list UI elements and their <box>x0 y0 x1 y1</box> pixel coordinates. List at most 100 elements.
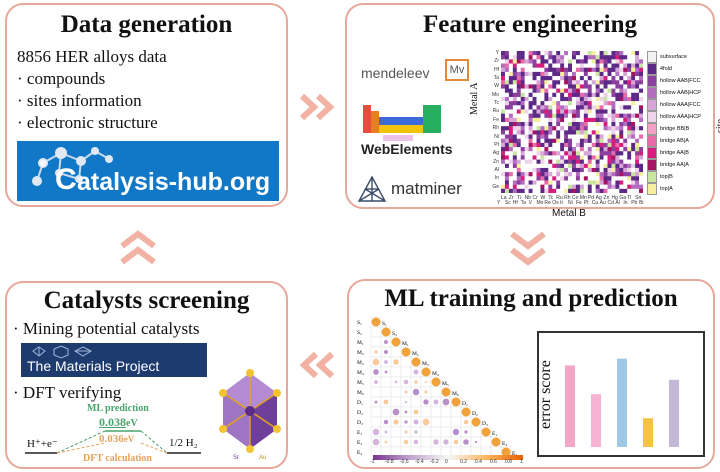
heatmap-cell <box>623 147 628 152</box>
heatmap-cell <box>520 51 525 56</box>
heatmap-cell <box>591 184 596 190</box>
corr-circle <box>421 367 431 377</box>
heatmap-cell <box>635 167 640 173</box>
heatmap-cell <box>575 76 581 81</box>
heatmap-cell <box>631 167 636 173</box>
heatmap-y-tick: Ta <box>493 75 499 82</box>
heatmap-cell <box>540 101 545 106</box>
heatmap-cell <box>639 159 643 164</box>
heatmap-cell <box>575 180 581 185</box>
heatmap-cell <box>639 155 643 160</box>
heatmap-cell <box>591 188 596 193</box>
heatmap-cell <box>635 76 640 81</box>
corr-circle <box>453 439 459 445</box>
heatmap-cell <box>560 167 565 173</box>
heatmap-cell <box>536 84 541 89</box>
heatmap-cell <box>575 163 581 169</box>
legend-label: bridge AA|B <box>660 150 689 156</box>
corr-circle <box>374 350 378 354</box>
heatmap-x-tick: W <box>540 195 546 201</box>
heatmap-cell <box>575 101 581 106</box>
heatmap-cell <box>579 138 585 144</box>
data-line-4: · electronic structure <box>17 113 158 132</box>
heatmap-cell <box>532 109 537 114</box>
heatmap-cell <box>595 67 600 73</box>
heatmap-cell <box>540 151 545 156</box>
heatmap-cell <box>595 55 600 60</box>
heatmap-cell <box>619 155 624 160</box>
heatmap-cell <box>631 96 636 102</box>
heatmap-cell <box>536 126 541 131</box>
corr-cell <box>450 446 462 455</box>
heatmap-cell <box>583 80 588 85</box>
heatmap-cell <box>587 155 592 160</box>
heatmap-cell <box>615 130 620 135</box>
heatmap-cell <box>540 117 545 123</box>
corr-cell <box>430 386 442 398</box>
heatmap-cell <box>540 163 545 169</box>
heatmap-cell <box>599 184 604 190</box>
heatmap-cell <box>591 176 596 181</box>
legend-swatch <box>647 63 657 75</box>
heatmap-cell <box>501 117 506 123</box>
heatmap-cell <box>501 147 506 152</box>
heatmap-cell <box>524 142 529 148</box>
heatmap-cell <box>536 51 541 56</box>
heatmap-cell <box>599 155 604 160</box>
heatmap-x-tick: Zr <box>508 195 514 201</box>
heatmap-cell <box>579 67 585 73</box>
heatmap-cell <box>520 101 525 106</box>
heatmap-cell <box>568 105 573 110</box>
heatmap-x-tick: Tc <box>548 195 554 201</box>
heatmap-cell <box>591 172 596 177</box>
heatmap-cell <box>583 151 588 156</box>
heatmap-cell <box>532 163 537 169</box>
heatmap-cell <box>579 55 585 60</box>
heatmap-cell <box>532 63 537 68</box>
heatmap-cell <box>587 113 592 119</box>
heatmap-cell <box>508 101 514 106</box>
heatmap-cell <box>607 109 612 114</box>
heatmap-x-tick: Co <box>572 195 579 201</box>
materials-project-text: The Materials Project <box>27 358 160 374</box>
heatmap-cell <box>560 96 565 102</box>
heatmap-cell <box>508 117 514 123</box>
heatmap-cell <box>575 113 581 119</box>
heatmap-cell <box>528 142 533 148</box>
heatmap-cell <box>524 151 529 156</box>
heatmap-x-tick: Re <box>544 200 551 206</box>
heatmap-cell <box>556 92 561 98</box>
heatmap-cell <box>536 122 541 127</box>
heatmap-cell <box>560 59 565 64</box>
heatmap-cell <box>575 184 581 190</box>
heatmap-cell <box>556 134 561 139</box>
heatmap-cell <box>639 134 643 139</box>
corr-cell <box>390 386 402 398</box>
heatmap-cell <box>556 105 561 110</box>
corr-circle <box>413 419 419 425</box>
heatmap-cell <box>560 80 565 85</box>
heatmap-cell <box>639 151 643 156</box>
heatmap-cell <box>501 113 506 119</box>
heatmap-cell <box>544 80 549 85</box>
heatmap-cell <box>572 172 577 177</box>
heatmap-cell <box>528 92 533 98</box>
heatmap-cell <box>579 163 585 169</box>
corr-circle <box>474 440 478 444</box>
heatmap-cell <box>552 142 557 148</box>
legend-item: top|B <box>647 171 673 183</box>
heatmap-cell <box>572 188 577 193</box>
heatmap-cell <box>540 180 545 185</box>
heatmap-cell <box>639 172 643 177</box>
heatmap-cell <box>504 176 510 181</box>
heatmap-cell <box>627 138 632 144</box>
heatmap-cell <box>501 71 506 77</box>
heatmap-cell <box>556 117 561 123</box>
heatmap-cell <box>516 51 521 56</box>
heatmap-cell <box>528 163 533 169</box>
heatmap-cell <box>528 67 533 73</box>
catalysis-hub-logo: C atalysis-hub.org <box>17 141 279 201</box>
heatmap-cell <box>572 92 577 98</box>
heatmap-cell <box>635 88 640 93</box>
